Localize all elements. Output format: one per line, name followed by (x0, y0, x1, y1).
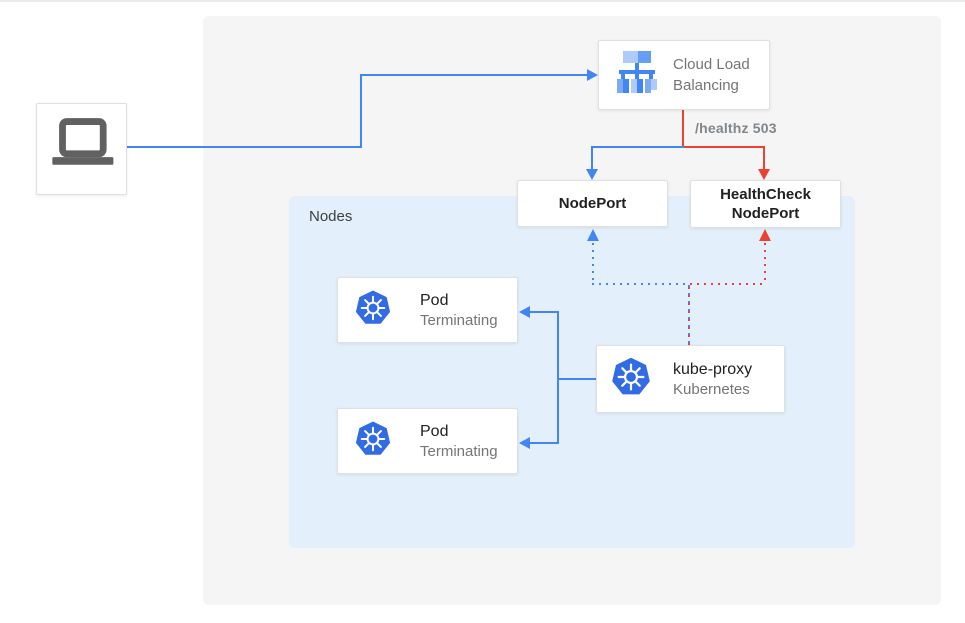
kube-proxy-subtitle: Kubernetes (673, 380, 750, 398)
cloud-load-balancing-card: Cloud Load Balancing (598, 40, 770, 110)
arrowhead-into-pod1 (519, 306, 530, 318)
edge-client-to-lb-h2 (360, 74, 588, 76)
edge-lb-down-red (682, 110, 684, 148)
nodeport-card: NodePort (517, 180, 668, 227)
edge-dotted-red-h (690, 283, 766, 285)
pod2-title: Pod (420, 422, 449, 440)
kubernetes-icon (353, 419, 393, 464)
edge-branch-blue-v (591, 146, 593, 171)
nodes-panel-label: Nodes (309, 208, 353, 225)
edge-to-pod2-h (530, 442, 559, 444)
cloud-load-balancing-icon (609, 47, 665, 104)
arrowhead-dotted-to-nodeport (587, 229, 599, 241)
edge-kubeproxy-v (557, 311, 559, 444)
kubernetes-icon (609, 355, 653, 404)
arrowhead-dotted-to-healthcheck (759, 229, 771, 241)
edge-client-to-lb-v (360, 74, 362, 148)
arrowhead-into-pod2 (519, 437, 530, 449)
kubernetes-icon (353, 288, 393, 333)
client-device-card (36, 103, 127, 195)
edge-dotted-red-v (764, 243, 766, 284)
kube-proxy-title: kube-proxy (673, 360, 753, 378)
kube-proxy-card: kube-proxy Kubernetes (596, 345, 785, 413)
healthcheck-label-line1: HealthCheck (720, 186, 811, 203)
arrowhead-into-lb (587, 69, 598, 81)
healthz-503-label: /healthz 503 (695, 120, 777, 136)
edge-kubeproxy-h (557, 378, 596, 380)
edge-dotted-blue-v (592, 243, 594, 284)
top-divider (0, 0, 965, 2)
lb-label-line2: Balancing (673, 77, 739, 94)
pod1-title: Pod (420, 291, 449, 309)
pod1-status: Terminating (420, 311, 498, 329)
nodeport-label: NodePort (558, 195, 627, 212)
edge-to-pod1-h (530, 311, 559, 313)
edge-branch-red-h (684, 146, 765, 148)
healthcheck-nodeport-card: HealthCheck NodePort (690, 180, 841, 228)
arrowhead-into-healthcheck-nodeport (758, 169, 770, 180)
pod2-status: Terminating (420, 442, 498, 460)
pod-card-2: Pod Terminating (337, 408, 518, 474)
lb-label-line1: Cloud Load (673, 56, 750, 73)
edge-branch-blue-h (591, 146, 684, 148)
laptop-icon (43, 108, 121, 191)
healthcheck-label-line2: NodePort (731, 205, 800, 222)
edge-dotted-mixed-from-kubeproxy (688, 285, 690, 345)
pod-card-1: Pod Terminating (337, 277, 518, 343)
edge-client-to-lb-h1 (127, 146, 361, 148)
edge-branch-red-v (763, 146, 765, 171)
arrowhead-into-nodeport (586, 169, 598, 180)
edge-dotted-blue-h (592, 283, 688, 285)
